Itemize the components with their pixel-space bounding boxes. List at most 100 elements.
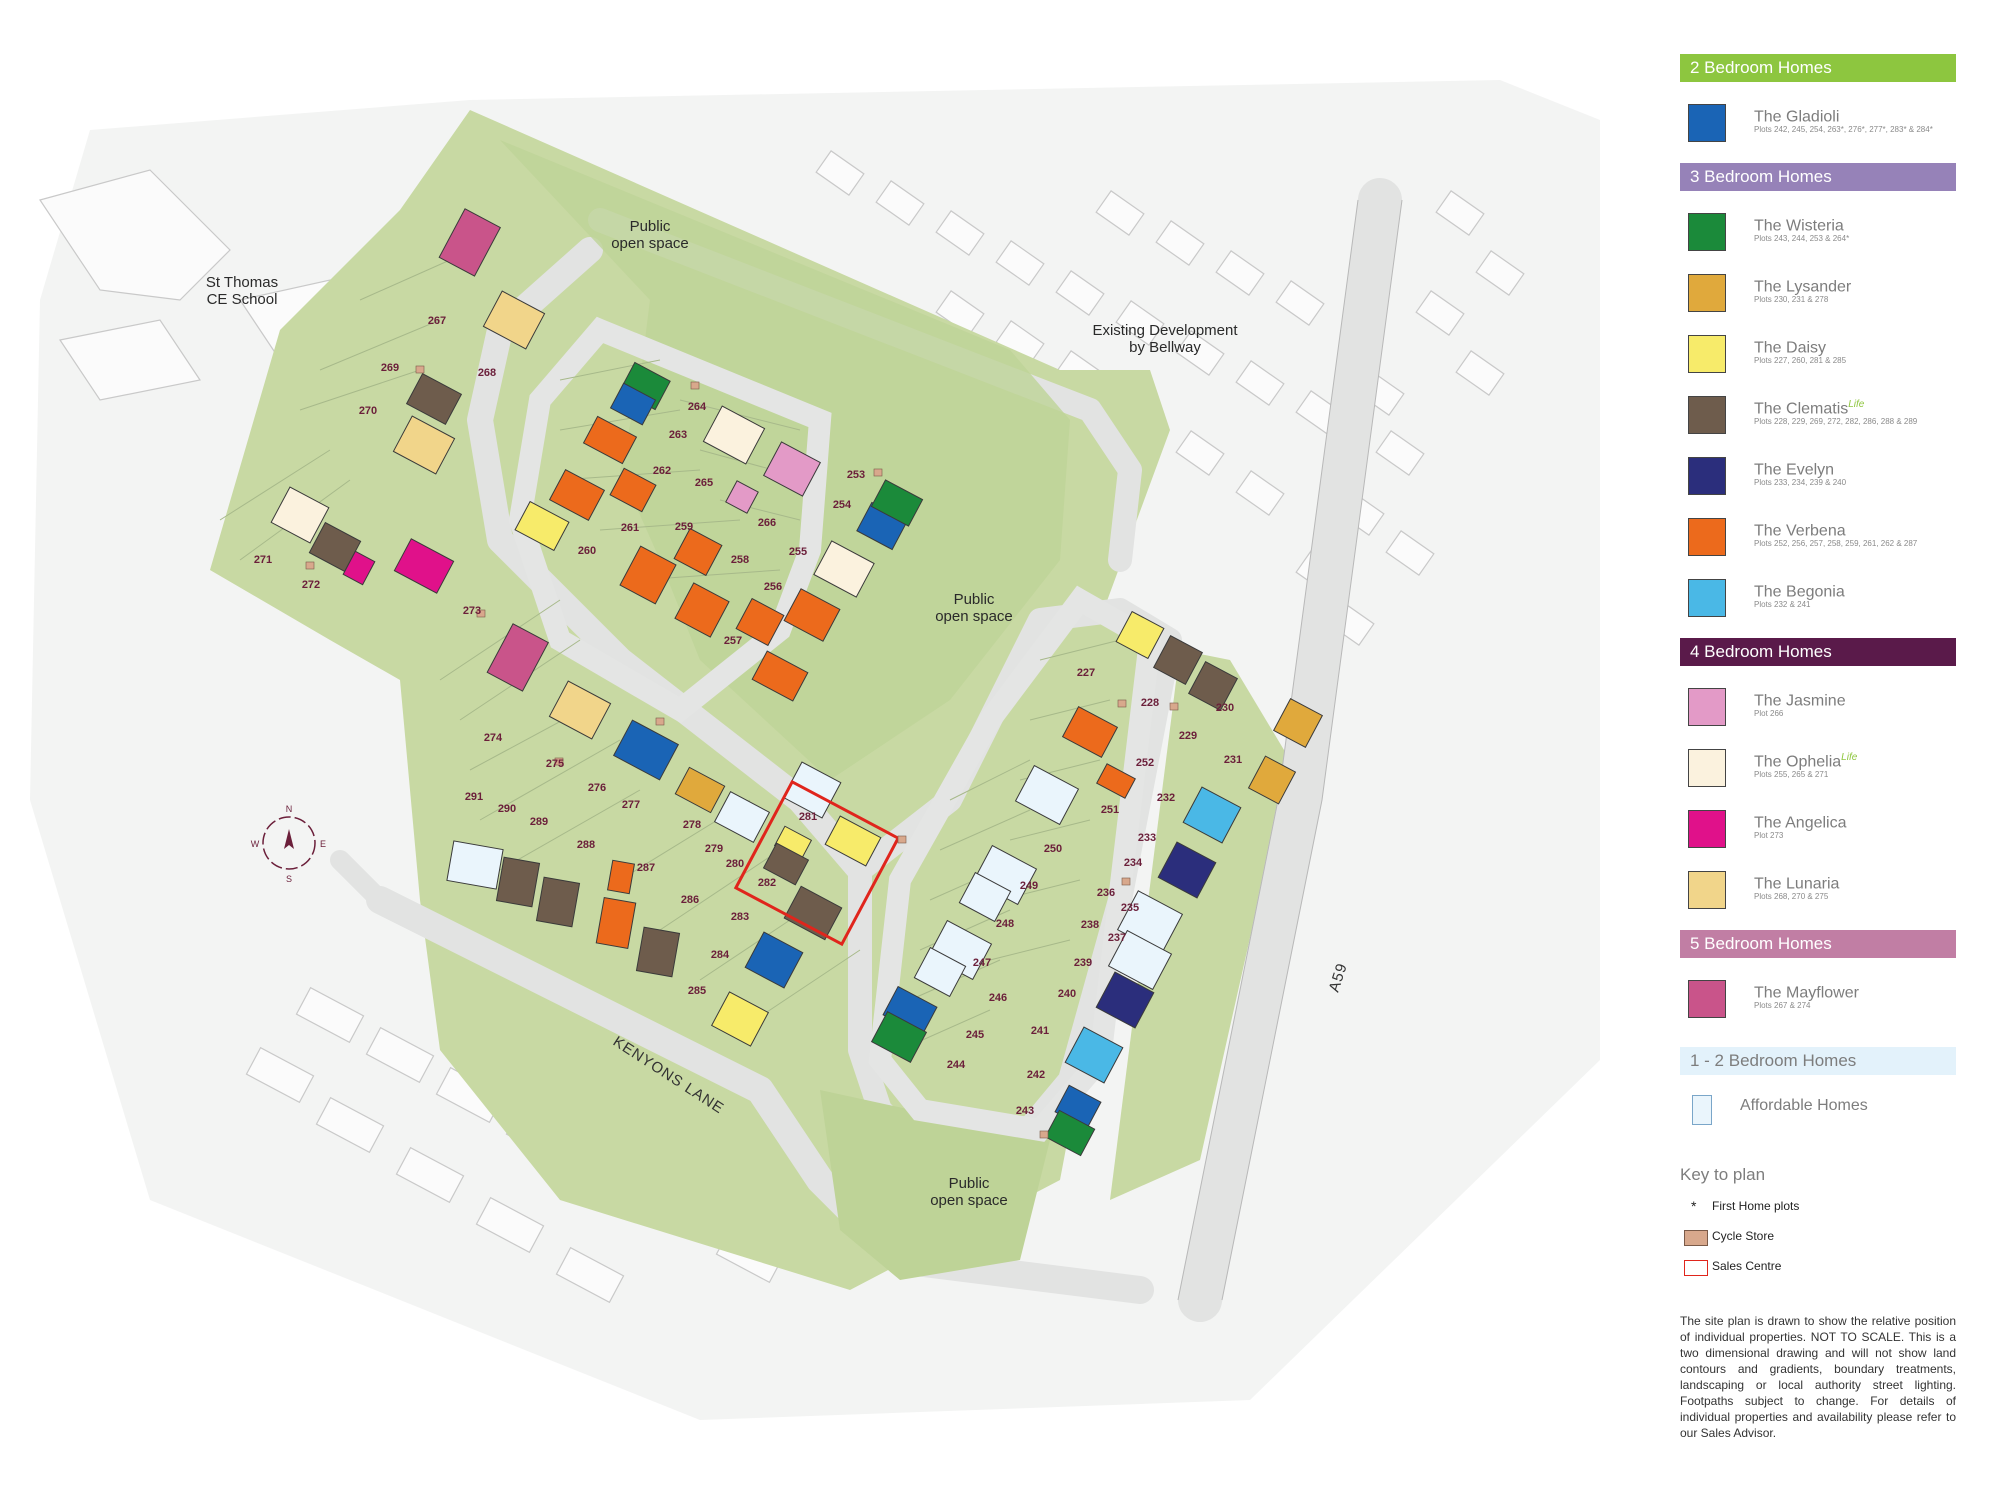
- cycle-store-swatch: [1684, 1230, 1708, 1246]
- plot-number-244: 244: [947, 1059, 966, 1071]
- house-plot-288: [535, 876, 581, 928]
- legend-item-plots: Plot 273: [1754, 831, 1784, 840]
- plot-number-260: 260: [578, 545, 596, 557]
- plot-number-284: 284: [711, 949, 730, 961]
- plot-number-249: 249: [1020, 880, 1038, 892]
- legend-item-name: The Lysander: [1754, 278, 1852, 296]
- house-plot-229: [1187, 660, 1239, 712]
- house-plot-270: [392, 415, 456, 475]
- plot-number-231: 231: [1224, 754, 1242, 766]
- plot-number-287: 287: [637, 862, 655, 874]
- plot-number-234: 234: [1124, 857, 1143, 869]
- plot-number-282: 282: [758, 877, 776, 889]
- cycle-stores: [305, 365, 1179, 1139]
- plot-number-250: 250: [1044, 843, 1062, 855]
- plot-number-253: 253: [847, 469, 865, 481]
- star-icon: *: [1691, 1198, 1697, 1214]
- house-plot-289: [495, 856, 541, 908]
- compass-s: S: [286, 874, 292, 884]
- legend-item-plots: Plots 268, 270 & 275: [1754, 892, 1829, 901]
- house-type-swatch: [1688, 871, 1726, 909]
- plot-number-227: 227: [1077, 667, 1095, 679]
- legend-item-plots: Plots 233, 234, 239 & 240: [1754, 478, 1847, 487]
- plot-number-256: 256: [764, 581, 782, 593]
- label-school-line1: St Thomas: [206, 274, 278, 291]
- site-plan-map: 2272282292302312322332342352362372382392…: [30, 80, 1600, 1420]
- house-plot-287: [595, 896, 637, 950]
- plot-number-285: 285: [688, 985, 706, 997]
- key-first-home-label: First Home plots: [1712, 1199, 1800, 1213]
- plot-number-270: 270: [359, 405, 377, 417]
- house-type-swatch: [1688, 688, 1726, 726]
- plot-number-266: 266: [758, 517, 776, 529]
- plot-number-258: 258: [731, 554, 749, 566]
- plot-number-289: 289: [530, 816, 548, 828]
- legend-item-plots: Plots 228, 229, 269, 272, 282, 286, 288 …: [1754, 417, 1918, 426]
- plot-number-279: 279: [705, 843, 723, 855]
- house-plot-278: [674, 766, 726, 814]
- plot-number-257: 257: [724, 635, 742, 647]
- house-plot-269: [405, 372, 463, 426]
- legend-item-plots: Plots 267 & 274: [1754, 1001, 1811, 1010]
- house-type-swatch: [1688, 749, 1726, 787]
- label-open-space-central-2: open space: [935, 608, 1013, 625]
- plot-number-238: 238: [1081, 919, 1099, 931]
- house-type-swatch: [1688, 980, 1726, 1018]
- plot-number-239: 239: [1074, 957, 1092, 969]
- plot-number-291: 291: [465, 791, 483, 803]
- key-first-home: * First Home plots: [1680, 1197, 1956, 1227]
- house-plot-259: [619, 545, 677, 605]
- plot-number-229: 229: [1179, 730, 1197, 742]
- plot-number-275: 275: [546, 758, 564, 770]
- house-type-swatch: [1688, 274, 1726, 312]
- legend-item-name: The Begonia: [1754, 583, 1845, 601]
- house-plot-251: [1014, 764, 1080, 826]
- house-plot-239: [1095, 971, 1155, 1029]
- plot-number-261: 261: [621, 522, 639, 534]
- plot-number-272: 272: [302, 579, 320, 591]
- legend-item-name: The Daisy: [1754, 339, 1827, 357]
- legend-item-plots: Plots 252, 256, 257, 258, 259, 261, 262 …: [1754, 539, 1918, 548]
- legend-item-name: The Gladioli: [1754, 108, 1840, 126]
- legend-item-plots: Plots 242, 245, 254, 263*, 276*, 277*, 2…: [1754, 125, 1933, 134]
- plot-number-254: 254: [833, 499, 852, 511]
- plot-number-246: 246: [989, 992, 1007, 1004]
- house-type-swatch: [1688, 579, 1726, 617]
- house-plot-266: [762, 441, 822, 497]
- plot-number-255: 255: [789, 546, 807, 558]
- house-plot-286: [635, 926, 681, 978]
- plot-number-262: 262: [653, 465, 671, 477]
- legend-item-name: The Verbena: [1754, 522, 1846, 540]
- label-open-space-central-1: Public: [954, 591, 995, 608]
- house-plot-261: [548, 468, 606, 522]
- compass-e: E: [320, 839, 326, 849]
- affordable-swatch: [1692, 1095, 1712, 1125]
- plot-number-242: 242: [1027, 1069, 1045, 1081]
- legend-item-plots: Plots 227, 260, 281 & 285: [1754, 356, 1847, 365]
- house-type-swatch: [1688, 213, 1726, 251]
- label-open-space-south-1: Public: [949, 1175, 990, 1192]
- house-plot-274: [486, 623, 550, 692]
- plot-number-278: 278: [683, 819, 701, 831]
- house-plot-284: [744, 931, 804, 989]
- plot-number-259: 259: [675, 521, 693, 533]
- plot-number-267: 267: [428, 315, 446, 327]
- house-plot-268: [482, 290, 546, 350]
- plot-number-290: 290: [498, 803, 516, 815]
- house-plot-279: [713, 790, 771, 844]
- plot-number-274: 274: [484, 732, 503, 744]
- legend-item-plots: Plot 266: [1754, 709, 1784, 718]
- house-plot-262: [582, 415, 638, 465]
- key-title: Key to plan: [1680, 1165, 1766, 1184]
- plot-number-276: 276: [588, 782, 606, 794]
- house-plot-256: [783, 588, 841, 642]
- legend-item-name: The Jasmine: [1754, 692, 1846, 710]
- plot-number-233: 233: [1138, 832, 1156, 844]
- legend-item-name: The OpheliaLife: [1754, 752, 1858, 771]
- house-plot-265: [702, 405, 766, 465]
- legend-item-name: The ClematisLife: [1754, 399, 1865, 418]
